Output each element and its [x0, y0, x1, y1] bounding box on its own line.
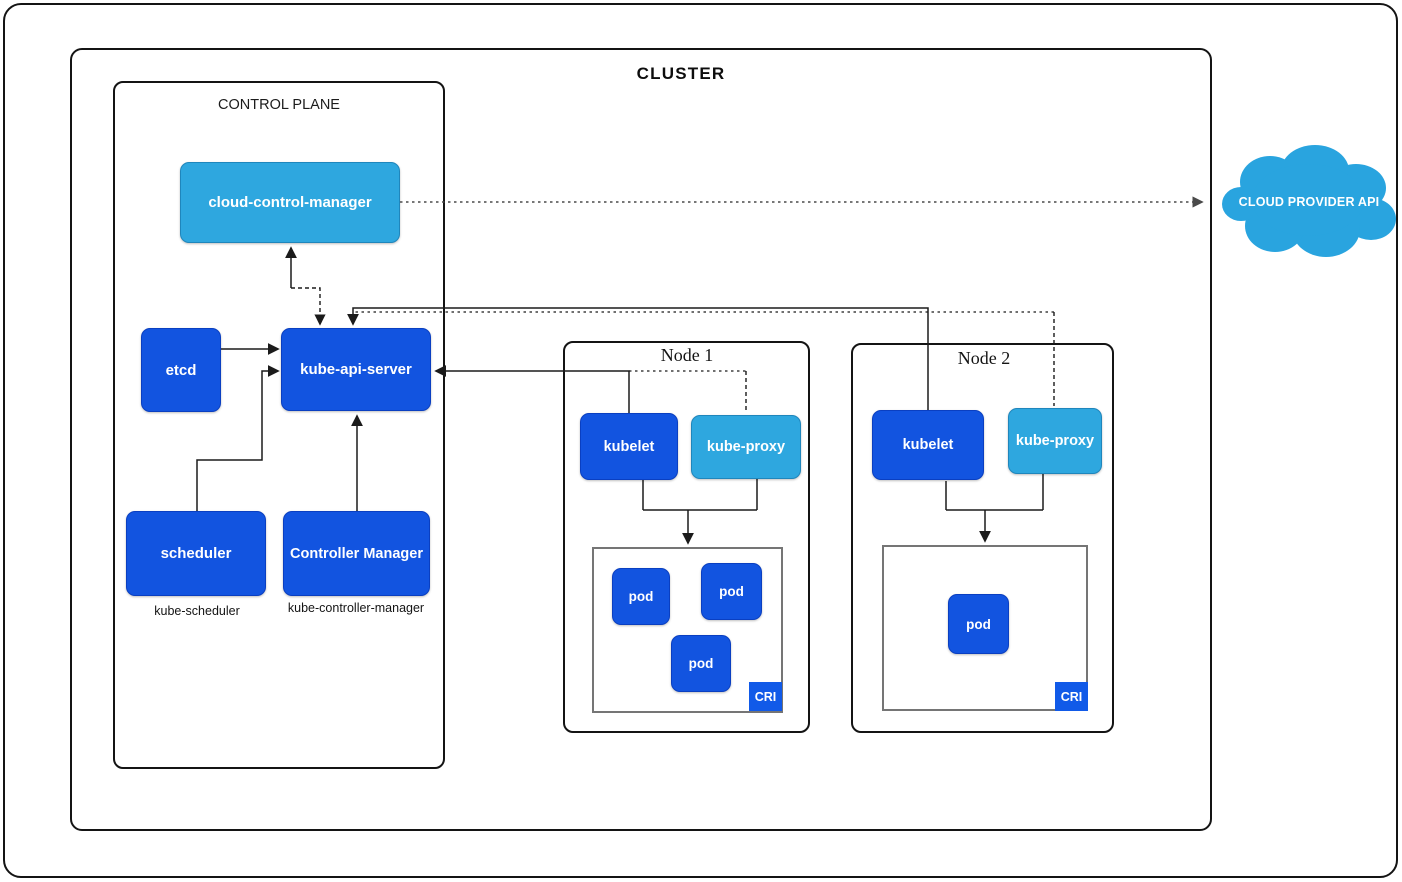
- node2-cri-badge: CRI: [1055, 682, 1088, 711]
- scheduler-box: scheduler: [126, 511, 266, 596]
- controller-manager-box: Controller Manager: [283, 511, 430, 596]
- cloud-control-manager-box: cloud-control-manager: [180, 162, 400, 243]
- cloud-icon: [1222, 145, 1396, 257]
- kube-scheduler-label: kube-scheduler: [154, 604, 240, 618]
- node2-kube-proxy-box: kube-proxy: [1008, 408, 1102, 474]
- cloud-provider-api: CLOUD PROVIDER API: [1220, 140, 1398, 266]
- node2-pod: pod: [948, 594, 1009, 654]
- node1-kubelet-box: kubelet: [580, 413, 678, 480]
- node1-kube-proxy-box: kube-proxy: [691, 415, 801, 479]
- node1-title: Node 1: [660, 345, 714, 365]
- etcd-box: etcd: [141, 328, 221, 412]
- kube-api-server-box: kube-api-server: [281, 328, 431, 411]
- cluster-label: CLUSTER: [636, 64, 726, 83]
- node1-pod: pod: [612, 568, 670, 625]
- outer-border: [3, 3, 1398, 878]
- node2-title: Node 2: [957, 348, 1011, 368]
- cluster-box: [70, 48, 1212, 831]
- control-plane-box: [113, 81, 445, 769]
- node1-cri-badge: CRI: [749, 682, 782, 711]
- node2-box: [851, 343, 1114, 733]
- control-plane-label: CONTROL PLANE: [218, 97, 340, 113]
- node2-kubelet-box: kubelet: [872, 410, 984, 480]
- node1-pod: pod: [701, 563, 762, 620]
- kube-controller-manager-label: kube-controller-manager: [287, 601, 425, 615]
- cloud-provider-api-label: CLOUD PROVIDER API: [1238, 195, 1380, 210]
- node1-pod: pod: [671, 635, 731, 692]
